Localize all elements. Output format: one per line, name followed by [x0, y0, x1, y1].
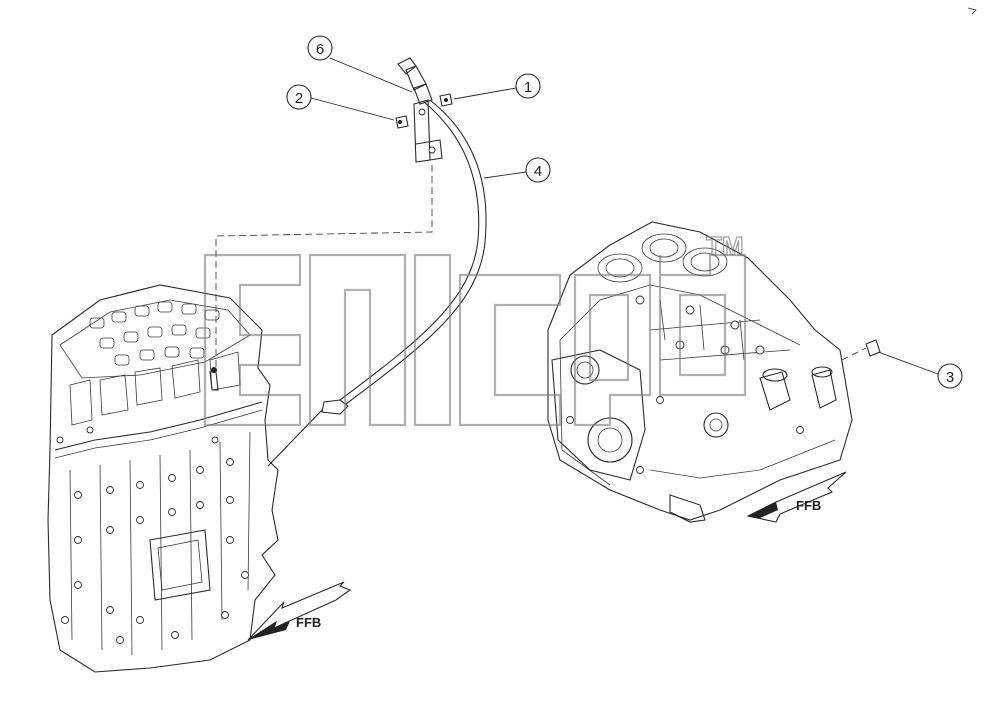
- callout-2-label: 2: [295, 90, 303, 107]
- ffb-right-label: FFB: [796, 498, 821, 513]
- ffb-arrow-right: FFB: [746, 471, 847, 523]
- engine-block-right: [547, 221, 867, 523]
- callout-3-label: 3: [946, 369, 954, 386]
- callout-3: 3: [865, 339, 963, 389]
- callout-4: 4: [483, 157, 551, 183]
- callout-6: 6: [307, 35, 413, 93]
- watermark-logo: TM: [203, 230, 747, 427]
- callout-1: 1: [453, 73, 541, 100]
- ffb-left-label: FFB: [296, 615, 321, 630]
- dipstick-assembly: [215, 57, 487, 467]
- callout-4-label: 4: [534, 163, 542, 180]
- trademark-symbol: TM: [706, 231, 744, 261]
- callout-6-label: 6: [316, 41, 324, 58]
- callout-2: 2: [286, 84, 395, 121]
- engine-block-left: [47, 284, 279, 673]
- callout-1-label: 1: [524, 79, 532, 96]
- corner-mark: [967, 7, 977, 15]
- ffb-arrow-left: FFB: [247, 581, 352, 641]
